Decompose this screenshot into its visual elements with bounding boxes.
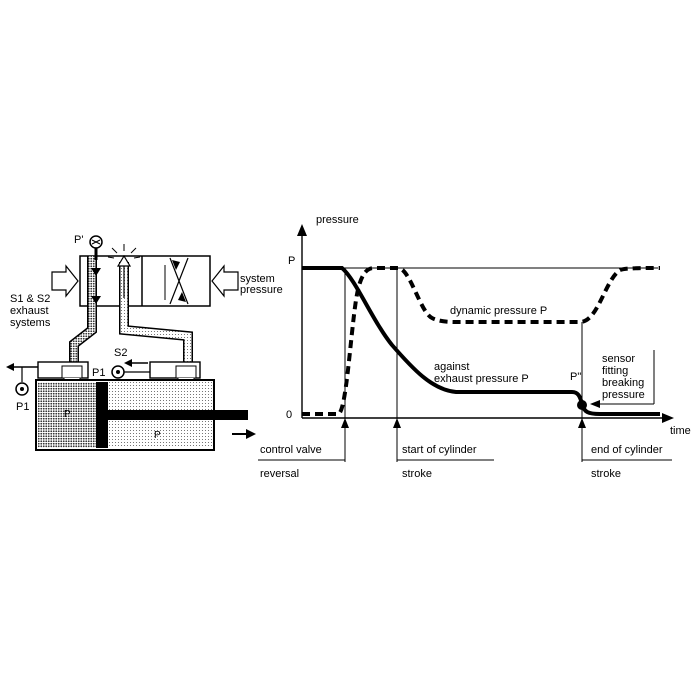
cylinder-piston (96, 382, 108, 448)
label-p-prime: P' (74, 234, 83, 246)
pneumatic-schematic: P' system pressure P S1 & S2 exhaust sys… (6, 234, 295, 451)
label-against: against (434, 361, 469, 373)
valve-body (79, 255, 211, 307)
arrow-up-start (393, 418, 401, 428)
label-p-chamber-right: P (154, 430, 161, 441)
valve-right-actuator-arrow (211, 264, 239, 298)
valve-cross-arrows (169, 257, 189, 305)
sensor-trigger-dot (577, 400, 587, 410)
label-p-top: P (288, 255, 295, 267)
label-exhaust-pressure: exhaust pressure P (434, 373, 529, 385)
arrow-up-reversal (341, 418, 349, 428)
label-pressure: pressure (240, 284, 283, 296)
annot-start-stroke: stroke (402, 468, 432, 480)
label-s1s2: S1 & S2 (10, 293, 50, 305)
sensor-label-line1: sensor (602, 353, 635, 365)
tick-zero: 0 (286, 409, 292, 421)
label-systems: systems (10, 317, 51, 329)
arrow-up-end (578, 418, 586, 428)
cylinder-chamber-left (38, 382, 96, 448)
label-s2: S2 (114, 347, 127, 359)
exhaust-burst-icon (107, 244, 141, 259)
annot-start-of-cylinder: start of cylinder (402, 444, 477, 456)
annot-end-stroke: stroke (591, 468, 621, 480)
x-axis-label: time (670, 425, 691, 437)
label-dynamic-pressure: dynamic pressure P (450, 305, 547, 317)
label-p1-mid: P1 (92, 367, 105, 379)
sensor-label-line4: pressure (602, 389, 645, 401)
label-system: system (240, 273, 275, 285)
y-axis-label: pressure (316, 214, 359, 226)
label-exhaust: exhaust (10, 305, 49, 317)
label-p-chamber-left: P (64, 409, 71, 420)
label-p-double-prime: P" (570, 371, 581, 383)
sensor-label-line3: breaking (602, 377, 644, 389)
valve-left-actuator-arrow (51, 264, 79, 298)
pressure-time-graph: pressure time 0 dynamic pressure P again… (258, 214, 691, 480)
curve-dynamic-pressure (302, 266, 661, 416)
annot-end-of-cylinder: end of cylinder (591, 444, 663, 456)
annot-reversal: reversal (260, 468, 299, 480)
cylinder-rod (108, 410, 248, 420)
label-p1-left: P1 (16, 401, 29, 413)
annot-control-valve: control valve (260, 444, 322, 456)
sensor-label-line2: fitting (602, 365, 628, 377)
